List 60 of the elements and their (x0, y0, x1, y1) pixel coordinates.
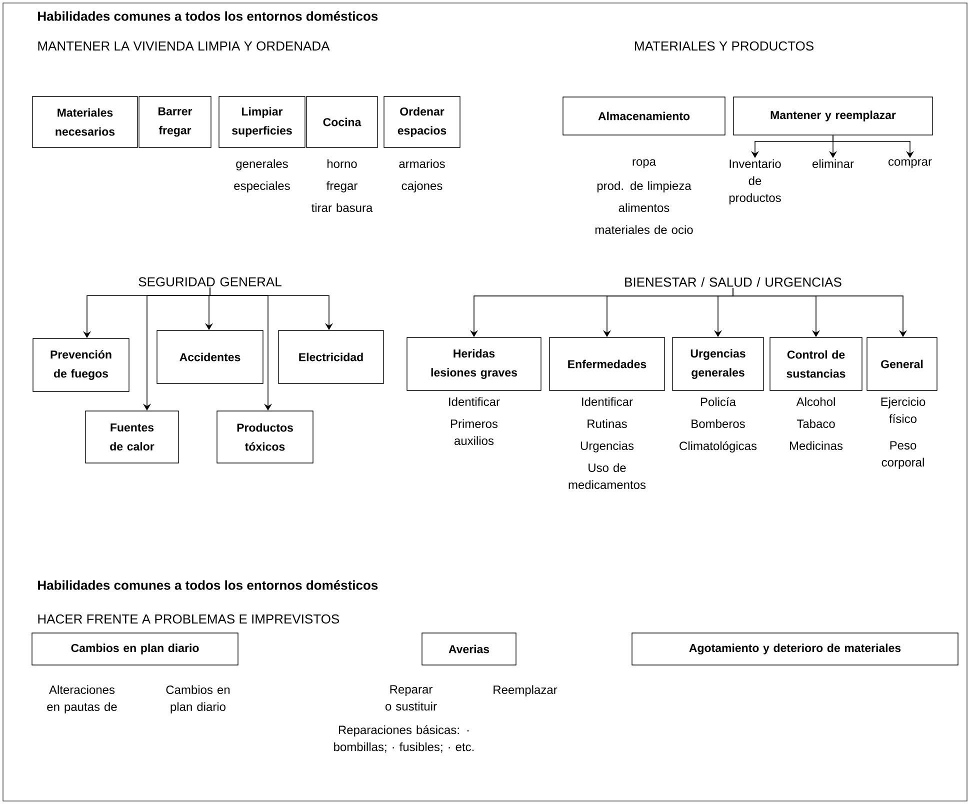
category-box: Productos tóxicos (216, 410, 314, 464)
item-text: Bomberos (692, 419, 745, 428)
item-text: ropa (632, 159, 656, 168)
item-text: eliminar (812, 159, 854, 168)
category-box: Ordenar espacios (384, 96, 460, 148)
arrow (832, 134, 914, 158)
item-text: Policía (700, 397, 736, 406)
item-text: Primeros auxilios (451, 419, 498, 445)
category-box: Urgencias generales (672, 337, 764, 391)
item-text: generales (236, 159, 288, 170)
category-box: Limpiar superficies (218, 96, 306, 148)
item-text: Ejercicio físico (881, 397, 926, 423)
item-text: Uso de medicamentos (568, 463, 646, 489)
category-box: Control de sustancias (770, 337, 862, 391)
section-heading: SEGURIDAD GENERAL (138, 277, 282, 286)
item-text: Urgencias (580, 441, 634, 452)
item-text: Inventario de productos (729, 159, 781, 204)
item-text: Alcohol (796, 397, 835, 406)
item-text: tirar basura (312, 203, 373, 212)
category-box: Averias (422, 632, 516, 666)
item-text: Reparaciones básicas: · bombillas; · fusibles; · etc. (334, 725, 474, 753)
category-box: Mantener y reemplazar (733, 96, 933, 136)
item-text: armarios (399, 159, 445, 168)
category-box: Barrer fregar (138, 96, 212, 148)
heading: Habilidades comunes a todos los entornos domésticos (38, 11, 378, 21)
item-text: Rutinas (588, 419, 627, 428)
item-text: Reemplazar (494, 685, 558, 696)
item-text: materiales de ocio (595, 225, 693, 234)
category-box: Prevención de fuegos (32, 338, 130, 392)
item-text: prod. de limpieza (597, 181, 692, 192)
category-box: Enfermedades (549, 337, 665, 391)
item-text: especiales (234, 181, 290, 192)
section-heading: MANTENER LA VIVIENDA LIMPIA Y ORDENADA (38, 41, 330, 51)
category-box: Fuentes de calor (85, 410, 179, 464)
item-text: Identificar (582, 397, 633, 406)
heading: Habilidades comunes a todos los entornos domésticos (38, 580, 378, 590)
category-box: Materiales necesarios (32, 96, 138, 148)
category-box: Accidentes (156, 330, 264, 384)
category-box: Heridas lesiones graves (406, 337, 542, 391)
item-text: Tabaco (796, 419, 835, 428)
item-text: Cambios en plan diario (166, 685, 230, 714)
item-text: fregar (326, 181, 358, 192)
category-box: Cambios en plan diario (32, 632, 238, 666)
item-text: Climatológicas (680, 441, 757, 453)
item-text: cajones (402, 181, 442, 192)
item-text: alimentos (618, 203, 670, 212)
category-box: Agotamiento y deterioro de materiales (632, 632, 958, 666)
category-box: Electricidad (278, 330, 384, 384)
section-heading: MATERIALES Y PRODUCTOS (635, 41, 814, 51)
item-text: Medicinas (790, 441, 843, 450)
item-text: Alteraciones en pautas de (47, 685, 117, 714)
item-text: Peso corporal (882, 441, 924, 469)
item-text: Reparar o sustituir (386, 685, 437, 711)
category-box: Cocina (306, 96, 378, 148)
item-text: comprar (888, 159, 932, 168)
category-box: General (866, 337, 938, 391)
category-box: Almacenamiento (562, 96, 726, 136)
item-text: horno (328, 159, 357, 168)
item-text: Identificar (449, 397, 500, 406)
section-heading: BIENESTAR / SALUD / URGENCIAS (625, 277, 842, 287)
